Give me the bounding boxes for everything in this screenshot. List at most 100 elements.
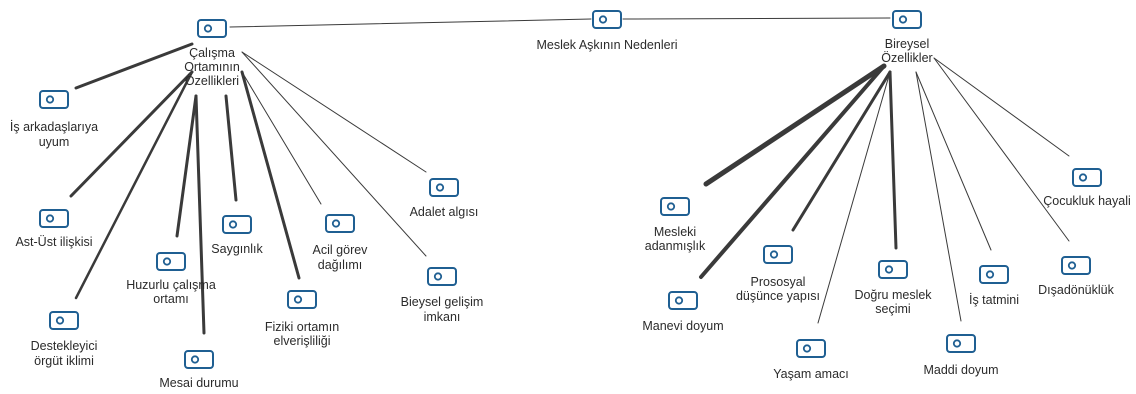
edge-calisma-saygi (224, 94, 238, 202)
edge-calisma-acil (241, 71, 322, 205)
edge-bireysel-manevi (699, 64, 886, 279)
edge-bireysel-mesleki (703, 63, 887, 187)
node-label: Çalışma (189, 46, 235, 60)
node-label: Mesai durumu (159, 376, 238, 390)
node-label: seçimi (875, 302, 910, 316)
node-ast-ust[interactable]: Ast-Üst ilişkisi (15, 209, 93, 249)
node-label: adanmışlık (645, 239, 706, 253)
node-label: Doğru meslek (854, 288, 932, 302)
node-manevi[interactable]: Manevi doyum (642, 291, 724, 333)
edge-bireysel-is-tatmini (915, 71, 992, 251)
node-label: İş tatmini (969, 293, 1019, 307)
node-label: Fiziki ortamın (265, 320, 339, 334)
edge-bireysel-maddi (915, 71, 962, 322)
document-code-icon (979, 265, 1009, 284)
document-code-icon (796, 339, 826, 358)
edge-bireysel-disadonukluk (933, 57, 1070, 242)
edge-calisma-huzurlu (175, 94, 198, 238)
edge-root-bireysel (622, 17, 891, 20)
node-label: Ortamının (184, 60, 240, 74)
node-saygi[interactable]: Saygınlık (211, 215, 263, 256)
document-code-icon (892, 10, 922, 29)
node-label: dağılımı (318, 258, 362, 272)
node-label: elverişliliği (274, 334, 331, 348)
node-maddi[interactable]: Maddi doyum (923, 334, 999, 377)
edge-calisma-fiziki (240, 70, 301, 280)
document-code-icon (668, 291, 698, 310)
node-root[interactable]: Meslek Aşkının Nedenleri (536, 10, 678, 52)
document-code-icon (49, 311, 79, 330)
node-cocukluk[interactable]: Çocukluk hayali (1043, 168, 1131, 208)
node-disadonukluk[interactable]: Dışadönüklük (1038, 256, 1115, 297)
document-code-icon (184, 350, 214, 369)
node-label: Mesleki (654, 225, 696, 239)
document-code-icon (427, 267, 457, 286)
node-label: imkanı (424, 310, 461, 324)
edge-layer (69, 17, 1070, 335)
node-label: Maddi doyum (923, 363, 998, 377)
document-code-icon (1061, 256, 1091, 275)
node-layer: Meslek Aşkının NedenleriÇalışmaOrtamının… (10, 10, 1131, 390)
node-label: örgüt iklimi (34, 354, 94, 368)
node-label: Özellikleri (185, 74, 239, 88)
edge-bireysel-yasam (817, 71, 891, 324)
document-code-icon (287, 290, 317, 309)
document-code-icon (429, 178, 459, 197)
document-code-icon (592, 10, 622, 29)
document-code-icon (1072, 168, 1102, 187)
edge-root-calisma (229, 18, 592, 28)
node-adalet[interactable]: Adalet algısı (410, 178, 479, 219)
document-code-icon (39, 90, 69, 109)
edge-calisma-is-ark (74, 42, 194, 90)
edge-bireysel-cocukluk (933, 57, 1070, 157)
node-label: Huzurlu çalışma (126, 278, 216, 292)
node-is-tatmini[interactable]: İş tatmini (969, 265, 1019, 307)
edge-calisma-mesai (194, 94, 206, 335)
node-label: Ast-Üst ilişkisi (15, 235, 92, 249)
node-label: Acil görev (313, 243, 369, 257)
node-label: Özellikler (881, 51, 932, 65)
node-label: Bireysel (885, 37, 929, 51)
node-label: Adalet algısı (410, 205, 479, 219)
document-code-icon (325, 214, 355, 233)
node-label: Yaşam amacı (773, 367, 849, 381)
node-label: Manevi doyum (642, 319, 723, 333)
node-label: Bieysel gelişim (401, 295, 484, 309)
node-label: Meslek Aşkının Nedenleri (536, 38, 677, 52)
edge-calisma-bieysel (241, 51, 427, 257)
node-mesai[interactable]: Mesai durumu (159, 350, 239, 390)
edge-calisma-adalet (241, 51, 427, 173)
document-code-icon (660, 197, 690, 216)
edge-bireysel-prososyal (791, 70, 892, 232)
node-label: düşünce yapısı (736, 289, 820, 303)
node-label: Destekleyici (31, 339, 98, 353)
document-code-icon (946, 334, 976, 353)
node-label: Çocukluk hayali (1043, 194, 1131, 208)
document-code-icon (763, 245, 793, 264)
document-code-icon (197, 19, 227, 38)
node-label: ortamı (153, 292, 188, 306)
node-label: Prososyal (751, 275, 806, 289)
node-label: Saygınlık (211, 242, 263, 256)
edge-bireysel-dogru (888, 70, 898, 250)
node-label: uyum (39, 135, 70, 149)
edge-calisma-ast-ust (69, 70, 194, 198)
edge-calisma-destekleyici (74, 70, 194, 300)
document-code-icon (222, 215, 252, 234)
node-yasam[interactable]: Yaşam amacı (773, 339, 849, 381)
node-label: İş arkadaşlarıya (10, 120, 98, 134)
node-label: Dışadönüklük (1038, 283, 1114, 297)
